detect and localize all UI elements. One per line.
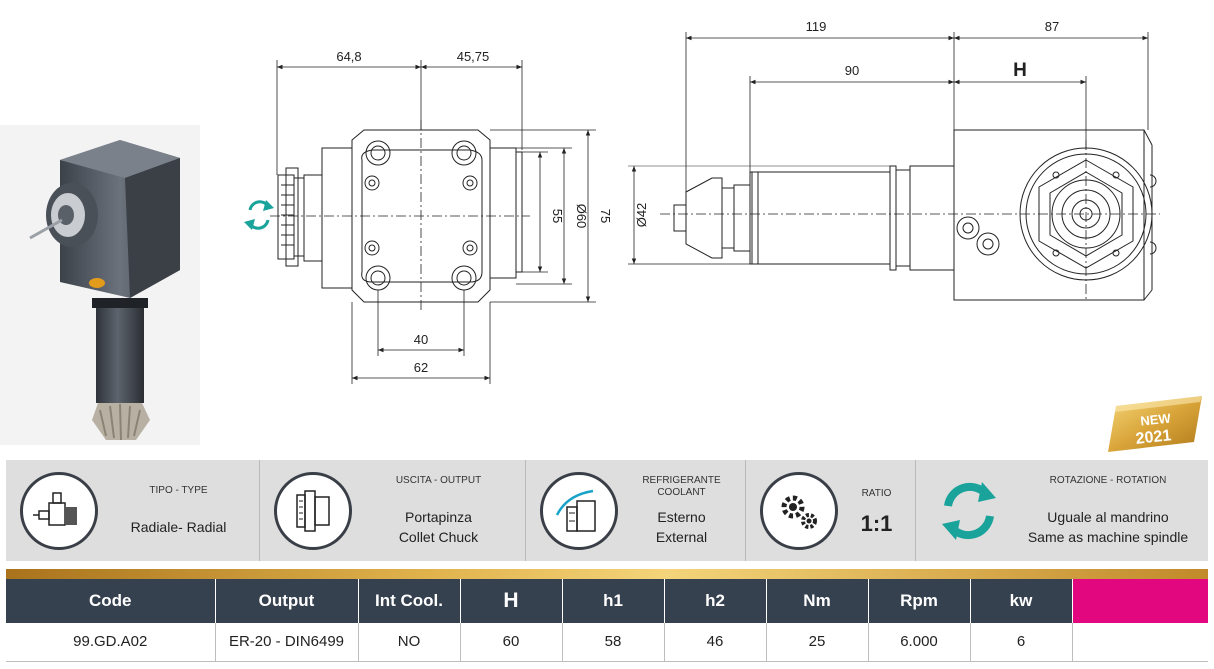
spec-rotation-value-en: Same as machine spindle: [1027, 528, 1189, 545]
spec-output-value-en: Collet Chuck: [398, 528, 479, 545]
cell-kw: 6: [970, 623, 1073, 662]
spec-coolant-value-it: Esterno: [657, 508, 706, 525]
col-header-nm: Nm: [766, 579, 869, 623]
spec-strip: TIPO - TYPE Radiale- Radial USCITA - OUT…: [6, 460, 1208, 561]
spec-rotation: ROTAZIONE - ROTATION Uguale al mandrino …: [916, 460, 1208, 561]
cell-h1: 58: [562, 623, 665, 662]
spec-coolant: REFRIGERANTE COOLANT Esterno External: [526, 460, 746, 561]
spec-type-value: Radiale- Radial: [130, 518, 227, 535]
col-header-int-cool: Int Cool.: [358, 579, 461, 623]
dim-h-label: H: [1013, 60, 1027, 81]
cell-nm: 25: [766, 623, 869, 662]
new-2021-badge: NEW 2021: [1108, 396, 1202, 452]
gears-icon: [760, 471, 838, 550]
dim-total-length-label: 119: [806, 19, 827, 34]
front-view-dimensions: [276, 60, 596, 384]
spec-coolant-label-it: REFRIGERANTE: [642, 474, 721, 486]
cell-h: 60: [460, 623, 563, 662]
spec-ratio-label: RATIO: [861, 487, 892, 499]
spec-ratio-value: 1:1: [860, 510, 893, 536]
coolant-icon: [540, 471, 618, 550]
spec-type-label: TIPO - TYPE: [149, 484, 208, 496]
cell-code: 99.GD.A02: [6, 623, 216, 662]
table-row: 99.GD.A02 ER-20 - DIN6499 NO 60 58 46 25…: [6, 623, 1208, 662]
spec-rotation-value-it: Uguale al mandrino: [1047, 508, 1169, 525]
spec-output-label: USCITA - OUTPUT: [395, 474, 482, 486]
dim-flange-width-label: 62: [414, 360, 428, 375]
side-view-dimensions: [628, 32, 1149, 265]
spec-type: TIPO - TYPE Radiale- Radial: [6, 460, 260, 561]
table-top-bar: [6, 569, 1208, 579]
dim-head-length-label: 87: [1045, 19, 1059, 34]
dim-bolt-spacing-label: 40: [414, 332, 428, 347]
product-table: Code Output Int Cool. H h1 h2 Nm Rpm kw …: [6, 579, 1208, 662]
spec-ratio: RATIO 1:1: [746, 460, 916, 561]
product-photo: [0, 125, 200, 445]
radial-tool-icon: [20, 471, 98, 550]
dim-body-length-label: 90: [845, 63, 859, 78]
rotation-symbol-icon: [244, 200, 274, 230]
badge-line2: 2021: [1135, 427, 1172, 448]
cell-h2: 46: [664, 623, 767, 662]
dim-shank-diameter-label: Ø42: [634, 203, 649, 228]
cell-int-cool: NO: [358, 623, 461, 662]
dim-top-right-label: 45,75: [457, 49, 490, 64]
dim-flange-diameter-label: Ø60: [574, 204, 589, 229]
col-header-output: Output: [215, 579, 359, 623]
col-header-kw: kw: [970, 579, 1073, 623]
spec-output-value-it: Portapinza: [405, 508, 472, 525]
spec-output: USCITA - OUTPUT Portapinza Collet Chuck: [260, 460, 526, 561]
cell-rpm: 6.000: [868, 623, 971, 662]
table-header-row: Code Output Int Cool. H h1 h2 Nm Rpm kw: [6, 579, 1208, 623]
col-header-accent: [1072, 579, 1208, 623]
spec-coolant-value-en: External: [655, 528, 708, 545]
cell-accent: [1072, 623, 1208, 662]
front-view-drawing: [270, 120, 530, 312]
cell-output: ER-20 - DIN6499: [215, 623, 359, 662]
spec-coolant-label-en: COOLANT: [657, 486, 706, 498]
dim-inner-height-label: 55: [550, 209, 565, 223]
col-header-code: Code: [6, 579, 216, 623]
rotation-icon: [930, 472, 1008, 550]
side-view-drawing: [660, 129, 1160, 301]
col-header-h1: h1: [562, 579, 665, 623]
technical-drawing: 64,8 45,75 55 Ø60 75 40 62: [0, 19, 1160, 445]
col-header-h: H: [460, 579, 563, 623]
col-header-h2: h2: [664, 579, 767, 623]
col-header-rpm: Rpm: [868, 579, 971, 623]
dim-total-height-label: 75: [598, 209, 613, 223]
dim-top-left-label: 64,8: [336, 49, 361, 64]
spec-rotation-label: ROTAZIONE - ROTATION: [1049, 474, 1167, 486]
collet-chuck-icon: [274, 471, 352, 550]
spec-coolant-label: REFRIGERANTE COOLANT: [624, 475, 739, 499]
badge-line1: NEW: [1140, 410, 1172, 428]
